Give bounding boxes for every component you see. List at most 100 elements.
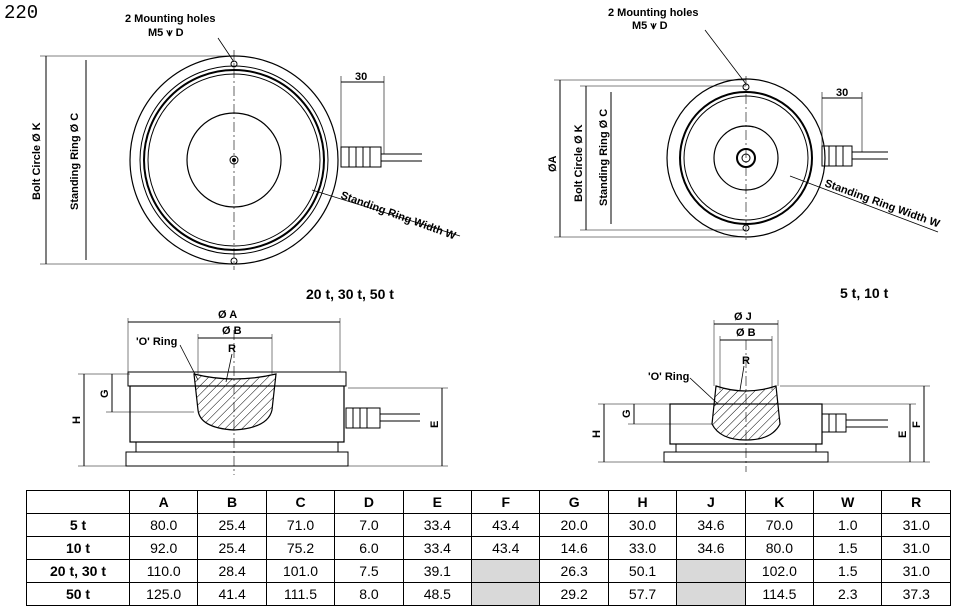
table-row: 10 t 92.0 25.4 75.2 6.0 33.4 43.4 14.6 3…	[26, 536, 951, 560]
table-cell: 8.0	[334, 582, 404, 606]
table-header: D	[334, 490, 404, 514]
table-cell: 111.5	[265, 582, 336, 606]
ring-width-label-small: Standing Ring Width W	[823, 178, 942, 231]
plan-view-large	[40, 37, 461, 270]
table-cell: 41.4	[197, 582, 267, 606]
table-cell: 25.4	[197, 536, 267, 560]
table-cell: 43.4	[471, 536, 541, 560]
standing-ring-label-small: Standing Ring Ø C	[598, 109, 610, 206]
h-label: H	[71, 416, 83, 424]
table-header: J	[676, 490, 746, 514]
dim-30-label-small: 30	[836, 87, 848, 99]
table-cell: 80.0	[128, 513, 199, 537]
table-cell: 31.0	[881, 536, 951, 560]
table-cell: 39.1	[402, 559, 473, 583]
table-header: C	[265, 490, 336, 514]
table-cell: 7.0	[334, 513, 404, 537]
table-cell: 33.0	[607, 536, 678, 560]
caption-small: 5 t, 10 t	[840, 285, 889, 301]
table-row: 20 t, 30 t 110.0 28.4 101.0 7.5 39.1 26.…	[26, 559, 951, 583]
thread-label-small: M5 ⩛ D	[632, 20, 668, 32]
table-cell: 7.5	[334, 559, 404, 583]
table-cell: 26.3	[539, 559, 609, 583]
table-cell-empty	[471, 582, 541, 606]
table-cell-empty	[676, 559, 746, 583]
table-header: K	[744, 490, 815, 514]
caption-large: 20 t, 30 t, 50 t	[306, 286, 394, 302]
dia-b-label-small: Ø B	[736, 327, 756, 339]
table-cell: 57.7	[607, 582, 678, 606]
table-cell: 125.0	[128, 582, 199, 606]
standing-ring-label: Standing Ring Ø C	[69, 113, 81, 210]
dim-30-label: 30	[355, 71, 367, 83]
row-label: 50 t	[26, 582, 130, 606]
table-cell: 1.5	[813, 536, 883, 560]
f-label-small: F	[911, 421, 923, 428]
table-cell: 43.4	[471, 513, 541, 537]
table-header: B	[197, 490, 267, 514]
dia-a-label: Ø A	[218, 309, 237, 321]
table-cell: 70.0	[744, 513, 815, 537]
table-cell: 6.0	[334, 536, 404, 560]
table-cell: 101.0	[265, 559, 336, 583]
table-cell: 50.1	[607, 559, 678, 583]
table-cell: 37.3	[881, 582, 951, 606]
mounting-holes-label: 2 Mounting holes	[125, 13, 215, 25]
dia-b-label: Ø B	[222, 325, 242, 337]
table-cell: 31.0	[881, 513, 951, 537]
table-header: H	[607, 490, 678, 514]
table-cell: 34.6	[676, 536, 746, 560]
section-view-large	[78, 318, 448, 475]
g-label-small: G	[621, 409, 633, 418]
table-cell: 20.0	[539, 513, 609, 537]
table-cell: 29.2	[539, 582, 609, 606]
table-cell: 114.5	[744, 582, 815, 606]
dimensions-table: A B C D E F G H J K W R 5 t 80.0 25.4 71…	[26, 490, 951, 606]
g-label: G	[99, 389, 111, 398]
table-cell: 110.0	[128, 559, 199, 583]
table-cell-empty	[471, 559, 541, 583]
table-cell: 2.3	[813, 582, 883, 606]
technical-drawing: 2 Mounting holes M5 ⩛ D 30 Bolt Circle Ø…	[31, 7, 942, 475]
table-row: 5 t 80.0 25.4 71.0 7.0 33.4 43.4 20.0 30…	[26, 513, 951, 537]
table-header: F	[471, 490, 541, 514]
table-cell: 33.4	[402, 536, 473, 560]
bolt-circle-label-small: Bolt Circle Ø K	[573, 124, 585, 202]
e-label-small: E	[897, 431, 909, 438]
table-cell: 48.5	[402, 582, 473, 606]
table-cell: 14.6	[539, 536, 609, 560]
ring-width-label: Standing Ring Width W	[339, 190, 458, 243]
dia-a-label-small: ØA	[547, 155, 559, 172]
mounting-holes-label-small: 2 Mounting holes	[608, 7, 698, 19]
table-cell: 102.0	[744, 559, 815, 583]
section-view-small	[598, 320, 930, 472]
r-label-small: R	[742, 355, 750, 367]
row-label: 5 t	[26, 513, 130, 537]
table-cell: 31.0	[881, 559, 951, 583]
plan-view-small	[554, 29, 939, 240]
table-header: R	[881, 490, 951, 514]
table-header-row: A B C D E F G H J K W R	[26, 490, 951, 514]
table-header: G	[539, 490, 609, 514]
row-label: 20 t, 30 t	[26, 559, 130, 583]
table-cell: 71.0	[265, 513, 336, 537]
o-ring-label-small: 'O' Ring	[648, 371, 689, 383]
table-row: 50 t 125.0 41.4 111.5 8.0 48.5 29.2 57.7…	[26, 582, 951, 606]
row-label: 10 t	[26, 536, 130, 560]
e-label: E	[429, 421, 441, 428]
h-label-small: H	[591, 430, 603, 438]
table-header: A	[128, 490, 199, 514]
table-cell: 75.2	[265, 536, 336, 560]
table-cell-empty	[676, 582, 746, 606]
thread-label: M5 ⩛ D	[148, 27, 184, 39]
table-cell: 25.4	[197, 513, 267, 537]
table-cell: 1.5	[813, 559, 883, 583]
table-cell: 30.0	[607, 513, 678, 537]
table-cell: 28.4	[197, 559, 267, 583]
page-number: 220	[4, 2, 39, 24]
table-cell: 92.0	[128, 536, 199, 560]
table-cell: 33.4	[402, 513, 473, 537]
table-cell: 1.0	[813, 513, 883, 537]
dia-j-label: Ø J	[734, 311, 752, 323]
r-label: R	[228, 343, 236, 355]
